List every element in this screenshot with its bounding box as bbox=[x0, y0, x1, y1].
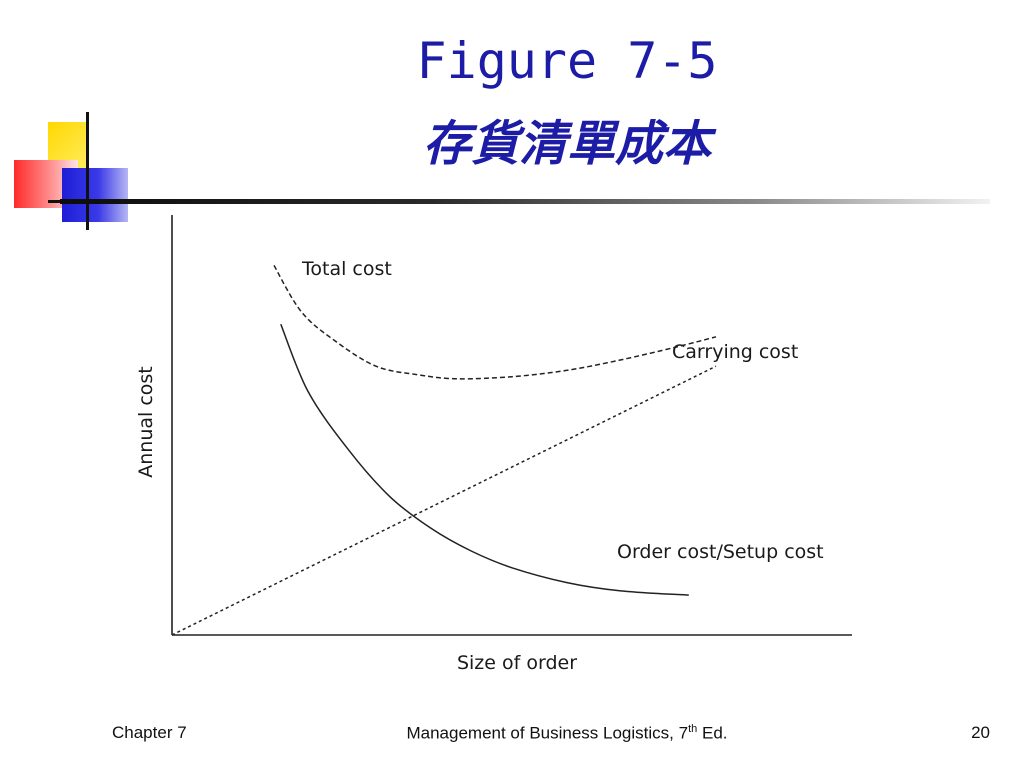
series-line-total-cost bbox=[273, 265, 717, 380]
slide-subtitle: 存貨清單成本 bbox=[422, 116, 711, 172]
ornament-blue-square bbox=[62, 168, 128, 222]
series-line-carrying-cost bbox=[171, 365, 717, 636]
series-layer bbox=[171, 265, 717, 636]
ornament-vertical-line bbox=[86, 112, 89, 230]
y-axis-label: Annual cost bbox=[135, 366, 157, 478]
footer-book-title: Management of Business Logistics, 7th Ed… bbox=[0, 723, 1024, 744]
series-label-order-cost: Order cost/Setup cost bbox=[617, 541, 824, 563]
slide-title: Figure 7-5 bbox=[416, 32, 718, 90]
series-line-order-cost-setup-cost bbox=[280, 323, 689, 596]
footer-chapter: Chapter 7 bbox=[112, 723, 187, 742]
series-label-carrying-cost: Carrying cost bbox=[672, 341, 798, 363]
slide-ornament bbox=[0, 0, 140, 240]
footer-page-number: 20 bbox=[971, 723, 990, 742]
x-axis-label: Size of order bbox=[457, 652, 577, 674]
footer-book-title-sup: th bbox=[688, 723, 698, 735]
footer-book-title-suffix: Ed. bbox=[697, 723, 728, 743]
series-label-total-cost: Total cost bbox=[301, 258, 392, 280]
title-divider-rule bbox=[60, 199, 990, 204]
footer-book-title-text: Management of Business Logistics, 7 bbox=[406, 723, 689, 743]
